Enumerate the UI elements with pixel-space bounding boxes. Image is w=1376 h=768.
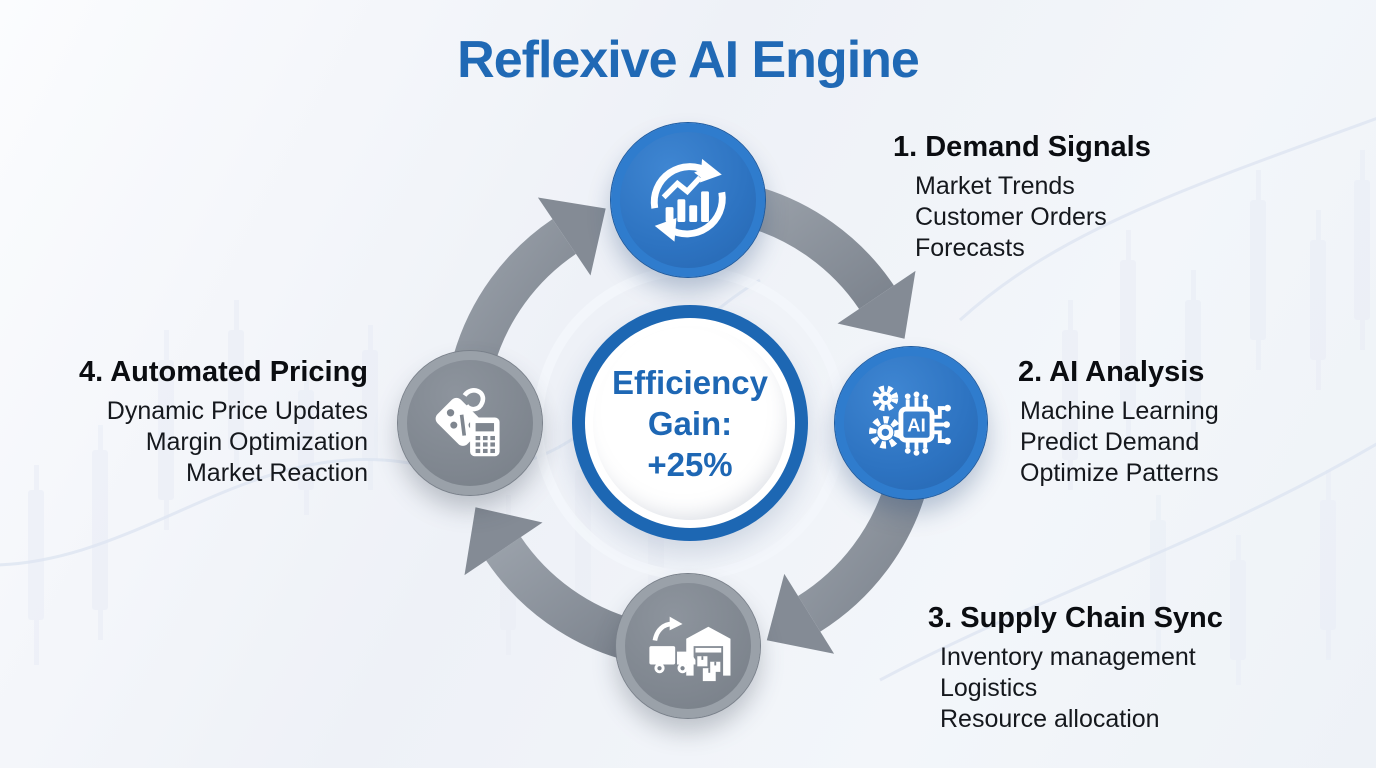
arrowhead-bottom-right xyxy=(766,573,835,654)
svg-text:AI: AI xyxy=(908,415,926,436)
step-2-item: Predict Demand xyxy=(1020,428,1200,456)
candle-cluster-left xyxy=(28,300,378,665)
node-supply-chain xyxy=(616,574,760,718)
step-2-item: Machine Learning xyxy=(1020,397,1219,425)
step-2-heading: 2. AI Analysis xyxy=(1018,356,1205,388)
node-automated-pricing xyxy=(398,351,542,495)
candle-cluster-right-bottom xyxy=(1150,470,1336,685)
step-1-item: Forecasts xyxy=(915,234,1025,262)
price-tag-calculator-icon xyxy=(435,388,500,457)
node-ai-analysis: AI xyxy=(835,347,987,499)
page-title: Reflexive AI Engine xyxy=(457,31,920,89)
step-4-item: Dynamic Price Updates xyxy=(106,397,368,425)
efficiency-line-2: Gain: xyxy=(647,404,733,442)
ai-chip-gears-icon: AI xyxy=(869,385,952,457)
arrow-right-to-bottom xyxy=(797,478,927,632)
step-3-item: Resource allocation xyxy=(940,705,1160,733)
arrow-left-to-top xyxy=(453,219,577,368)
efficiency-line-1: Efficiency xyxy=(612,363,768,401)
step-2-item: Optimize Patterns xyxy=(1020,459,1219,487)
node-demand-signals xyxy=(611,123,765,277)
step-3-heading: 3. Supply Chain Sync xyxy=(928,602,1223,634)
efficiency-gain-text: Efficiency Gain: +25% xyxy=(612,362,768,485)
step-3-item: Logistics xyxy=(940,674,1038,702)
step-1-item: Customer Orders xyxy=(915,203,1107,231)
step-supply-chain-text: 3. Supply Chain Sync Inventory managemen… xyxy=(928,602,1223,735)
step-automated-pricing-text: 4. Automated Pricing Dynamic Price Updat… xyxy=(79,356,368,489)
arrowhead-bottom-left xyxy=(464,507,543,576)
arrow-bottom-to-left xyxy=(486,536,638,661)
step-1-heading: 1. Demand Signals xyxy=(893,131,1151,163)
candle-cluster-right-top xyxy=(1062,150,1370,490)
efficiency-gain-badge: Efficiency Gain: +25% xyxy=(572,305,808,541)
arrowhead-top-left xyxy=(537,197,606,276)
demand-chart-refresh-icon xyxy=(650,158,726,242)
step-4-heading: 4. Automated Pricing xyxy=(79,356,368,388)
arrowhead-top-right xyxy=(837,270,916,339)
step-demand-signals-text: 1. Demand Signals Market Trends Customer… xyxy=(893,131,1151,264)
step-1-item: Market Trends xyxy=(915,172,1075,200)
efficiency-line-3: +25% xyxy=(647,445,733,483)
step-3-item: Inventory management xyxy=(940,643,1196,671)
step-4-item: Margin Optimization xyxy=(145,428,368,456)
arrow-top-to-right xyxy=(742,185,894,310)
step-4-item: Market Reaction xyxy=(185,459,368,487)
truck-warehouse-boxes-icon xyxy=(649,616,731,682)
step-ai-analysis-text: 2. AI Analysis Machine Learning Predict … xyxy=(1018,356,1219,489)
